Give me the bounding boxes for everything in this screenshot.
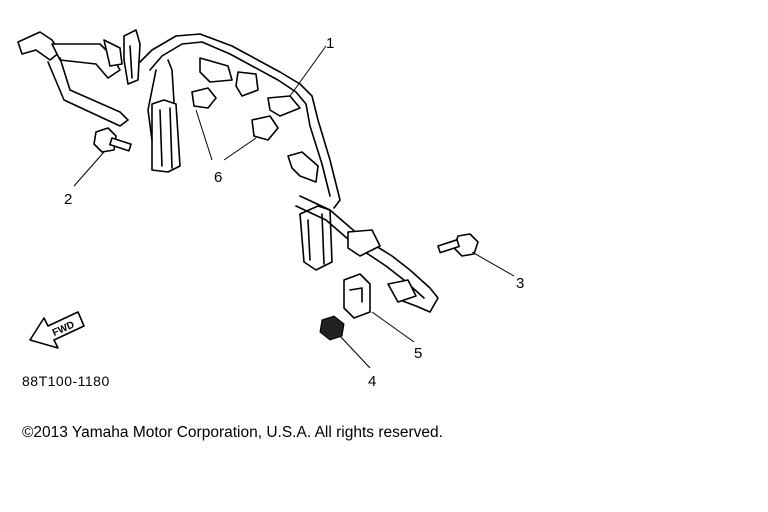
clamp-part-5 bbox=[343, 273, 371, 319]
diagram-code: 88T100-1180 bbox=[22, 373, 110, 389]
clip-part-6 bbox=[191, 87, 279, 141]
callout-5: 5 bbox=[414, 345, 422, 362]
leader-lines bbox=[73, 45, 515, 369]
callout-2: 2 bbox=[64, 191, 72, 208]
callout-3: 3 bbox=[516, 275, 524, 292]
frame-assembly bbox=[17, 29, 439, 313]
callout-4: 4 bbox=[368, 373, 376, 390]
bolt-part-2 bbox=[93, 127, 132, 153]
nut-part-4 bbox=[319, 315, 345, 341]
bolt-part-3 bbox=[437, 233, 479, 257]
callout-1: 1 bbox=[326, 35, 334, 52]
copyright-notice: ©2013 Yamaha Motor Corporation, U.S.A. A… bbox=[22, 424, 443, 441]
fwd-arrow-icon: FWD bbox=[29, 311, 85, 349]
callout-6: 6 bbox=[214, 169, 222, 186]
